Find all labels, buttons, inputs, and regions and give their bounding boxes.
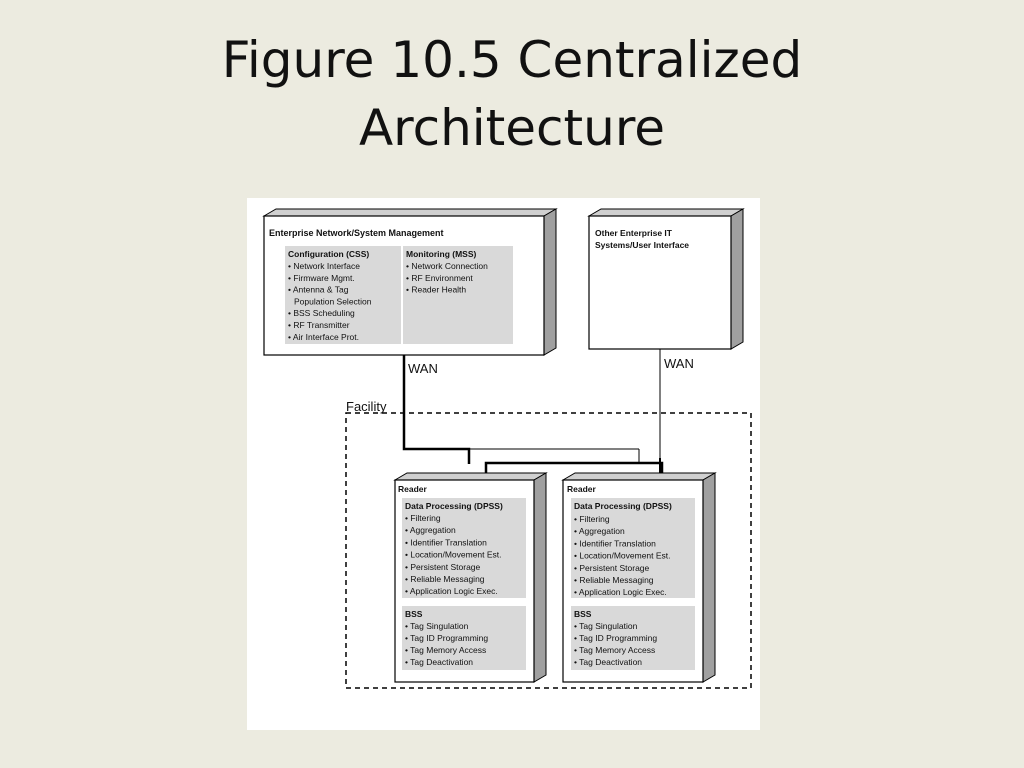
list-item: • Persistent Storage <box>405 562 481 572</box>
architecture-diagram: Enterprise Network/System Management Con… <box>262 208 752 689</box>
wan-label-left: WAN <box>408 361 438 376</box>
list-item: • Filtering <box>405 513 441 523</box>
list-item: • Reliable Messaging <box>405 574 485 584</box>
enterprise-box-top <box>262 208 558 217</box>
reader-left-dpss-panel <box>402 498 526 598</box>
list-item: • Air Interface Prot. <box>288 332 359 342</box>
slide-title: Figure 10.5 Centralized Architecture <box>0 26 1024 162</box>
reader-right-dpss-panel <box>571 498 695 598</box>
mss-panel <box>403 246 513 344</box>
mss-panel-title: Monitoring (MSS) <box>406 249 477 259</box>
list-item: • Antenna & Tag <box>288 285 349 295</box>
reader-box-left: Reader Data Processing (DPSS) • Filterin… <box>393 472 548 683</box>
list-item: • Aggregation <box>574 526 625 536</box>
reader-left-dpss-title: Data Processing (DPSS) <box>405 501 503 511</box>
reader-left-bss-title: BSS <box>405 609 423 619</box>
list-item: • Tag Deactivation <box>405 657 473 667</box>
reader-left-side <box>533 472 547 683</box>
list-item: • Tag ID Programming <box>574 633 657 643</box>
list-item: • Tag Singulation <box>405 621 469 631</box>
reader-left-dpss-items: • Filtering • Aggregation • Identifier Tra… <box>405 513 502 596</box>
enterprise-box-side <box>543 208 557 356</box>
css-item-list: • Network Interface • Firmware Mgmt. • Ant… <box>288 261 372 342</box>
list-item: • Identifier Translation <box>574 538 656 548</box>
other-it-box-top <box>587 208 745 217</box>
other-it-title-line2: Systems/User Interface <box>595 240 689 250</box>
reader-left-title: Reader <box>398 484 428 494</box>
list-item: • Location/Movement Est. <box>405 550 502 560</box>
reader-box-right: Reader Data Processing (DPSS) • Filterin… <box>561 472 717 683</box>
other-it-box-face <box>588 215 732 350</box>
reader-left-bss-panel <box>402 606 526 670</box>
list-item: • Reader Health <box>406 285 466 295</box>
list-item: • Firmware Mgmt. <box>288 273 355 283</box>
list-item: • Application Logic Exec. <box>405 586 498 596</box>
list-item: • Network Interface <box>288 261 360 271</box>
wan-connections: WAN WAN <box>402 349 694 474</box>
facility-label: Facility <box>346 399 387 414</box>
reader-right-top <box>561 472 717 481</box>
other-enterprise-it-box: Other Enterprise IT Systems/User Interfa… <box>587 208 745 350</box>
list-item: • BSS Scheduling <box>288 308 355 318</box>
reader-right-dpss-items: • Filtering • Aggregation • Identifier Tra… <box>574 514 671 597</box>
list-item: • Network Connection <box>406 261 488 271</box>
list-item: • Tag Singulation <box>574 621 638 631</box>
reader-interconnect <box>484 461 664 474</box>
list-item: • Tag Memory Access <box>574 645 655 655</box>
list-item: • Tag Deactivation <box>574 657 642 667</box>
architecture-figure: Enterprise Network/System Management Con… <box>247 198 760 730</box>
reader-right-bss-items: • Tag Singulation • Tag ID Programming • T… <box>574 621 657 667</box>
css-panel-title: Configuration (CSS) <box>288 249 369 259</box>
reader-right-dpss-title: Data Processing (DPSS) <box>574 501 672 511</box>
list-item: • Persistent Storage <box>574 563 650 573</box>
list-item: • Tag Memory Access <box>405 645 486 655</box>
list-item: Population Selection <box>294 296 372 306</box>
reader-right-bss-title: BSS <box>574 609 592 619</box>
list-item: • Filtering <box>574 514 610 524</box>
reader-left-bss-items: • Tag Singulation • Tag ID Programming • T… <box>405 621 488 667</box>
slide-title-line1: Figure 10.5 Centralized <box>221 31 803 89</box>
other-it-title-line1: Other Enterprise IT <box>595 228 673 238</box>
list-item: • Reliable Messaging <box>574 575 654 585</box>
other-it-box-side <box>730 208 744 350</box>
list-item: • Identifier Translation <box>405 537 487 547</box>
reader-right-bss-panel <box>571 606 695 670</box>
list-item: • Location/Movement Est. <box>574 551 671 561</box>
reader-right-side <box>702 472 716 683</box>
reader-left-top <box>393 472 548 481</box>
list-item: • Aggregation <box>405 525 456 535</box>
facility-boundary <box>345 412 752 689</box>
css-panel <box>285 246 401 344</box>
enterprise-box-title: Enterprise Network/System Management <box>269 228 444 238</box>
slide-title-line2: Architecture <box>358 99 666 157</box>
wan-label-right: WAN <box>664 356 694 371</box>
list-item: • Tag ID Programming <box>405 633 488 643</box>
list-item: • RF Environment <box>406 273 473 283</box>
enterprise-management-box: Enterprise Network/System Management Con… <box>262 208 558 356</box>
list-item: • RF Transmitter <box>288 320 350 330</box>
list-item: • Application Logic Exec. <box>574 587 667 597</box>
mss-item-list: • Network Connection • RF Environment • Re… <box>406 261 488 295</box>
reader-right-title: Reader <box>567 484 597 494</box>
